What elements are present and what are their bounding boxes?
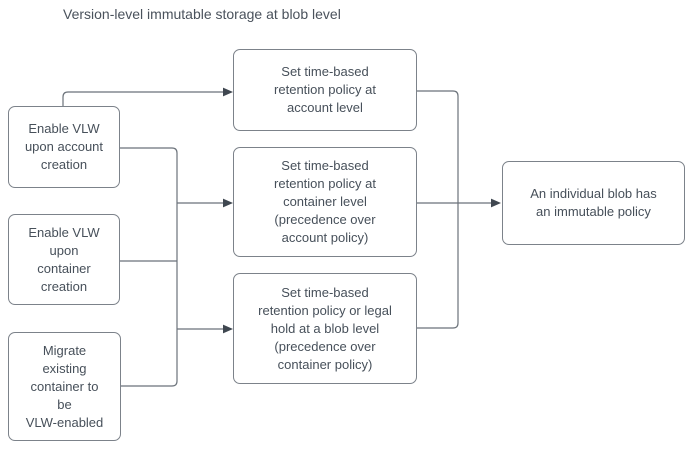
node-blob-immutable-policy: An individual blob has an immutable poli… (502, 161, 685, 245)
arrowhead-icon (223, 198, 233, 208)
connector-right-bus (417, 90, 459, 329)
node-retention-container-level: Set time-based retention policy at conta… (233, 147, 417, 257)
node-label: Set time-based retention policy at conta… (274, 158, 376, 245)
node-label: An individual blob has an immutable poli… (530, 186, 657, 219)
node-label: Set time-based retention policy at accou… (274, 64, 376, 115)
node-label: Enable VLW upon container creation (28, 224, 100, 294)
node-label: Set time-based retention policy or legal… (258, 284, 392, 372)
arrowhead-icon (491, 198, 501, 208)
node-migrate-existing-container: Migrate existing container to be VLW-ena… (8, 332, 121, 441)
node-enable-vlw-container: Enable VLW upon container creation (8, 214, 120, 305)
node-retention-account-level: Set time-based retention policy at accou… (233, 49, 417, 131)
arrowhead-icon (223, 324, 233, 334)
node-label: Enable VLW upon account creation (24, 121, 104, 172)
node-retention-blob-level: Set time-based retention policy or legal… (233, 273, 417, 384)
node-label: Migrate existing container to be VLW-ena… (25, 342, 104, 430)
node-enable-vlw-account: Enable VLW upon account creation (8, 106, 120, 188)
arrowhead-icon (223, 87, 233, 97)
connector-left-bus (120, 147, 178, 387)
connector-account-to-account-policy (62, 91, 223, 106)
diagram-title: Version-level immutable storage at blob … (63, 6, 341, 22)
